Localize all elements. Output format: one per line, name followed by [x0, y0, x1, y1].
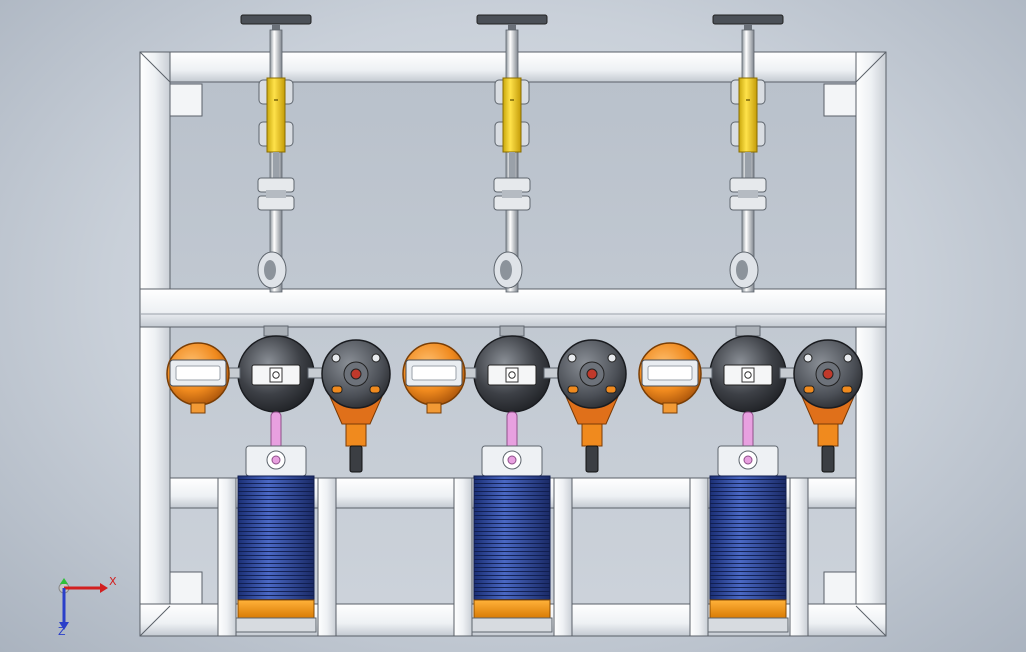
pipe-segment — [509, 152, 515, 180]
frame-right-post — [855, 51, 887, 637]
coordinate-triad: X Z — [58, 575, 117, 636]
pipe-union — [729, 177, 767, 193]
valve-connector — [543, 367, 559, 379]
pipe-union — [493, 195, 531, 211]
dial-center — [350, 368, 362, 380]
handwheel — [476, 14, 548, 25]
process-unit[interactable] — [166, 14, 391, 633]
gauge-display — [647, 365, 693, 381]
dial-tab — [567, 385, 579, 394]
pipe-union — [729, 195, 767, 211]
pipe-union — [493, 177, 531, 193]
filter-base-plate — [707, 617, 789, 633]
pipe-segment — [745, 152, 751, 180]
valve-connector — [307, 367, 323, 379]
elbow-opening — [736, 260, 748, 280]
pipe-segment — [273, 152, 279, 180]
gauge-stem — [499, 325, 525, 337]
dial-bolt — [331, 353, 341, 363]
pipe-union-nut — [266, 190, 286, 198]
elbow-opening — [500, 260, 512, 280]
corner-bracket — [823, 83, 857, 117]
yellow-flow-indicator — [738, 77, 758, 153]
filter-base-plate — [471, 617, 553, 633]
gauge-window-dot — [744, 371, 752, 379]
dial-center — [586, 368, 598, 380]
filter-base-plate — [235, 617, 317, 633]
gauge-window — [505, 367, 519, 383]
dial-tab — [803, 385, 815, 394]
dial-bolt — [607, 353, 617, 363]
mounting-bar — [139, 288, 887, 328]
valve-body-lower — [817, 423, 839, 447]
process-unit[interactable] — [638, 14, 863, 633]
gauge-display — [411, 365, 457, 381]
dial-bolt — [843, 353, 853, 363]
frame-left-post — [139, 51, 171, 637]
valve-stem — [349, 445, 363, 473]
dial-tab — [331, 385, 343, 394]
gauge-window-dot — [508, 371, 516, 379]
filter-base-orange — [473, 599, 551, 619]
valve-stem — [821, 445, 835, 473]
corner-bracket — [169, 83, 203, 117]
filter-head-inlet — [507, 455, 517, 465]
dial-bolt — [803, 353, 813, 363]
dial-tab — [605, 385, 617, 394]
coil-windings — [710, 476, 786, 602]
dial-bolt — [567, 353, 577, 363]
handwheel-stem — [508, 24, 516, 32]
z-axis-label: Z — [58, 625, 66, 636]
pipe-union — [257, 195, 295, 211]
handwheel-stem — [744, 24, 752, 32]
valve-body-lower — [345, 423, 367, 447]
gauge-stem — [263, 325, 289, 337]
valve-body-lower — [581, 423, 603, 447]
gauge-display — [175, 365, 221, 381]
pipe-union-nut — [738, 190, 758, 198]
lower-posts — [217, 477, 809, 637]
handwheel — [240, 14, 312, 25]
corner-bracket — [823, 571, 857, 605]
dial-tab — [841, 385, 853, 394]
filter-head-inlet — [271, 455, 281, 465]
dial-tab — [369, 385, 381, 394]
gauge-window — [269, 367, 283, 383]
gauge-window — [741, 367, 755, 383]
gauge-foot — [662, 402, 678, 414]
coil-windings — [474, 476, 550, 602]
dial-center — [822, 368, 834, 380]
y-axis — [60, 578, 68, 584]
valve-connector — [779, 367, 795, 379]
filter-base-orange — [709, 599, 787, 619]
pipe-union-nut — [502, 190, 522, 198]
process-unit[interactable] — [402, 14, 627, 633]
corner-bracket — [169, 571, 203, 605]
yellow-flow-indicator — [502, 77, 522, 153]
yellow-flow-indicator — [266, 77, 286, 153]
elbow-opening — [264, 260, 276, 280]
coil-windings — [238, 476, 314, 602]
gauge-foot — [190, 402, 206, 414]
gauge-foot — [426, 402, 442, 414]
filter-base-orange — [237, 599, 315, 619]
filter-head-inlet — [743, 455, 753, 465]
handwheel-stem — [272, 24, 280, 32]
valve-stem — [585, 445, 599, 473]
gauge-window-dot — [272, 371, 280, 379]
pipe-union — [257, 177, 295, 193]
handwheel — [712, 14, 784, 25]
dial-bolt — [371, 353, 381, 363]
x-axis-label: X — [109, 575, 117, 588]
gauge-stem — [735, 325, 761, 337]
